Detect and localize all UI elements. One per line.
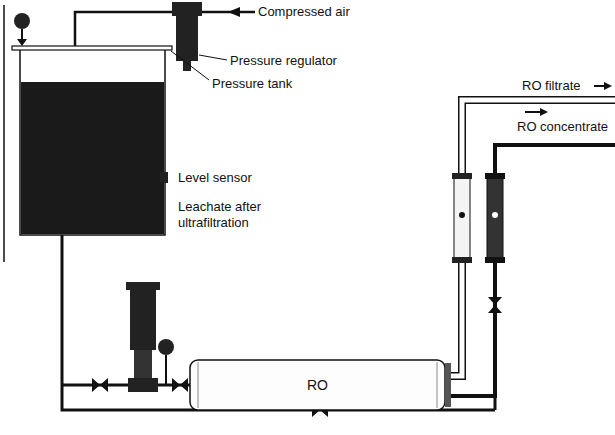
valve-symbol <box>172 378 188 392</box>
flow-arrow <box>525 111 541 113</box>
flow-arrow-head <box>540 108 548 116</box>
flowmeter-cap <box>485 257 505 263</box>
part-label: Level sensor <box>178 170 252 186</box>
end-cap <box>445 363 451 407</box>
part-label: Pressure regulator <box>230 53 337 69</box>
flowmeter-cap <box>452 257 472 263</box>
part-label: Compressed air <box>258 4 350 20</box>
tank-wall <box>20 50 165 235</box>
part-label: RO filtrate <box>522 78 581 94</box>
gauge-arrow <box>17 39 27 46</box>
module-ring <box>198 362 199 408</box>
pump-motor <box>130 290 156 350</box>
module-ring <box>437 362 438 408</box>
filtrate-tube <box>451 100 615 376</box>
wall-line <box>3 5 5 262</box>
membrane-module: RO <box>200 362 435 408</box>
pressure-gauge <box>14 13 30 29</box>
part-label: RO concentrate <box>517 119 608 135</box>
regulator-cap <box>172 2 202 16</box>
flowmeter-float <box>459 212 465 218</box>
flowmeter-float <box>492 212 498 218</box>
ro-module <box>190 360 445 410</box>
leader-line <box>199 55 227 60</box>
flowmeter <box>454 178 470 258</box>
part-label: Pressure tank <box>212 76 292 92</box>
regulator-drain <box>183 61 191 71</box>
gauge-stem <box>21 29 23 40</box>
level-sensor-symbol <box>160 172 168 183</box>
module-label: RO <box>307 377 328 393</box>
bypass-pipe <box>494 396 497 410</box>
air-pipe <box>75 12 255 46</box>
valve-symbol <box>488 297 502 313</box>
flowmeter-cap <box>452 173 472 179</box>
pump-body <box>134 350 152 380</box>
part-label: Leachate after ultrafiltration <box>178 199 308 231</box>
pump-head <box>128 378 158 392</box>
flowmeter-cap <box>485 173 505 179</box>
air-arrow <box>228 7 240 17</box>
tank-lid <box>12 46 172 50</box>
gauge-stem <box>165 355 167 385</box>
flowmeter <box>487 178 503 258</box>
regulator-body <box>176 16 198 61</box>
pump-cap <box>126 282 160 290</box>
leachate-fill <box>21 82 164 234</box>
leader-line <box>171 51 209 80</box>
flow-arrow-head <box>604 82 612 90</box>
concentrate-pipe <box>451 145 615 396</box>
pressure-gauge <box>158 339 174 355</box>
filtrate-tube-bore <box>451 100 615 376</box>
valve-symbol <box>92 378 108 392</box>
feed-pipe <box>62 384 190 387</box>
feed-pipe <box>62 235 495 410</box>
